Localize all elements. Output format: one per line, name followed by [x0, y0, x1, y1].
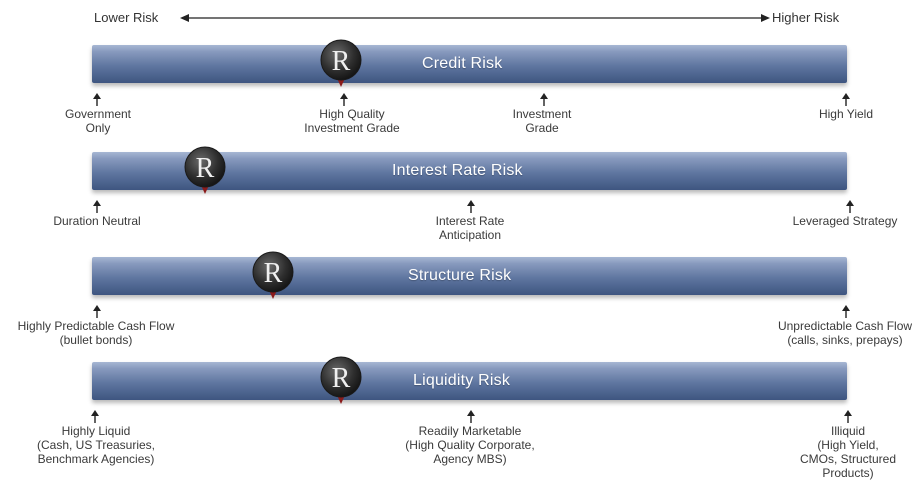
r-logo-marker-icon: R: [320, 39, 362, 87]
label-line: Unpredictable Cash Flow: [777, 319, 913, 333]
label-line: Highly Liquid: [61, 424, 131, 438]
scale-point-label: Unpredictable Cash Flow(calls, sinks, pr…: [778, 319, 912, 347]
label-line: Leveraged Strategy: [792, 214, 898, 228]
up-arrow-icon: [340, 93, 348, 106]
label-line: Only: [85, 121, 111, 135]
label-line: (High Quality Corporate,: [405, 438, 535, 452]
label-line: High Yield: [818, 107, 874, 121]
up-arrow-icon: [842, 93, 850, 106]
label-line: (bullet bonds): [59, 333, 133, 347]
up-arrow-icon: [91, 410, 99, 423]
svg-text:R: R: [332, 363, 351, 394]
label-line: Highly Predictable Cash Flow: [17, 319, 175, 333]
up-arrow-icon: [93, 93, 101, 106]
r-logo-marker-icon: R: [252, 251, 294, 299]
label-line: Government: [64, 107, 132, 121]
label-line: High Quality: [319, 107, 385, 121]
label-line: Readily Marketable: [418, 424, 522, 438]
label-line: (Cash, US Treasuries,: [36, 438, 156, 452]
bar-title: Structure Risk: [408, 267, 512, 284]
up-arrow-icon: [93, 200, 101, 213]
structure-risk-bar: Structure Risk: [92, 257, 847, 295]
risk-scale-arrow: [180, 14, 770, 22]
up-arrow-icon: [93, 305, 101, 318]
label-line: Investment: [512, 107, 572, 121]
svg-text:R: R: [264, 258, 283, 289]
up-arrow-icon: [467, 200, 475, 213]
scale-point-label: Leveraged Strategy: [793, 214, 898, 228]
scale-point-label: Highly Predictable Cash Flow(bullet bond…: [18, 319, 175, 347]
svg-text:R: R: [196, 153, 215, 184]
scale-point-label: Duration Neutral: [53, 214, 140, 228]
bar-title: Interest Rate Risk: [392, 162, 523, 179]
label-line: Grade: [525, 121, 559, 135]
bar-title: Liquidity Risk: [413, 372, 511, 389]
label-line: Benchmark Agencies): [37, 452, 155, 466]
scale-point-label: High Yield: [819, 107, 873, 121]
up-arrow-icon: [842, 305, 850, 318]
label-line: Investment Grade: [304, 121, 400, 135]
label-line: CMOs, Structured: [799, 452, 897, 466]
lower-risk-label: Lower Risk: [94, 10, 159, 25]
label-line: Illiquid: [830, 424, 866, 438]
up-arrow-icon: [540, 93, 548, 106]
r-logo-marker-icon: R: [320, 356, 362, 404]
label-line: Anticipation: [438, 228, 502, 242]
r-logo-marker-icon: R: [184, 146, 226, 194]
scale-point-label: Readily Marketable(High Quality Corporat…: [405, 424, 534, 466]
bar-title: Credit Risk: [422, 55, 503, 72]
scale-point-label: Highly Liquid(Cash, US Treasuries,Benchm…: [37, 424, 155, 466]
label-line: Agency MBS): [433, 452, 507, 466]
up-arrow-icon: [846, 200, 854, 213]
up-arrow-icon: [467, 410, 475, 423]
label-line: (High Yield,: [817, 438, 879, 452]
label-line: Products): [822, 466, 874, 480]
svg-text:R: R: [332, 46, 351, 77]
label-line: Interest Rate: [435, 214, 505, 228]
higher-risk-label: Higher Risk: [772, 10, 840, 25]
label-line: (calls, sinks, prepays): [787, 333, 903, 347]
up-arrow-icon: [844, 410, 852, 423]
label-line: Duration Neutral: [53, 214, 141, 228]
liquidity-risk-bar: Liquidity Risk: [92, 362, 847, 400]
credit-risk-bar: Credit Risk: [92, 45, 847, 83]
